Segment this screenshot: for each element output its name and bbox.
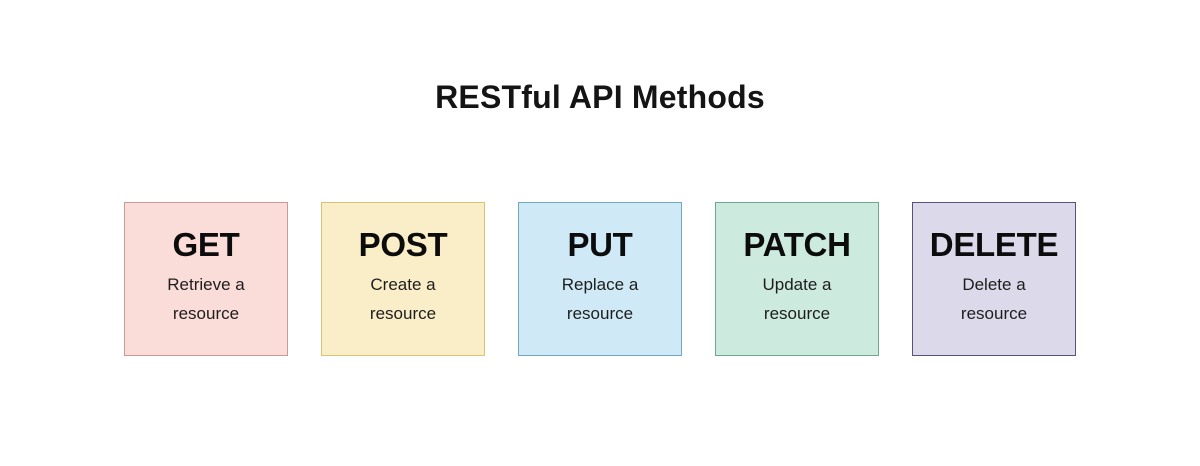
page-title: RESTful API Methods (435, 79, 765, 115)
method-description-patch: Update a resource (762, 275, 832, 323)
method-name-post: POST (358, 226, 448, 263)
method-name-delete: DELETE (929, 226, 1059, 263)
method-card-delete[interactable]: DELETE Delete a resource (912, 202, 1076, 356)
method-card-post[interactable]: POST Create a resource (321, 202, 485, 356)
http-methods-row: GET Retrieve a resource POST Create a re… (124, 202, 1076, 356)
method-description-post: Create a resource (369, 275, 437, 323)
method-name-get: GET (172, 226, 240, 263)
method-card-patch[interactable]: PATCH Update a resource (715, 202, 879, 356)
method-card-put[interactable]: PUT Replace a resource (518, 202, 682, 356)
method-name-patch: PATCH (743, 226, 851, 263)
method-description-put: Replace a resource (561, 275, 639, 323)
method-name-put: PUT (567, 226, 633, 263)
method-description-get: Retrieve a resource (167, 275, 245, 323)
method-description-delete: Delete a resource (960, 275, 1028, 323)
method-card-get[interactable]: GET Retrieve a resource (124, 202, 288, 356)
